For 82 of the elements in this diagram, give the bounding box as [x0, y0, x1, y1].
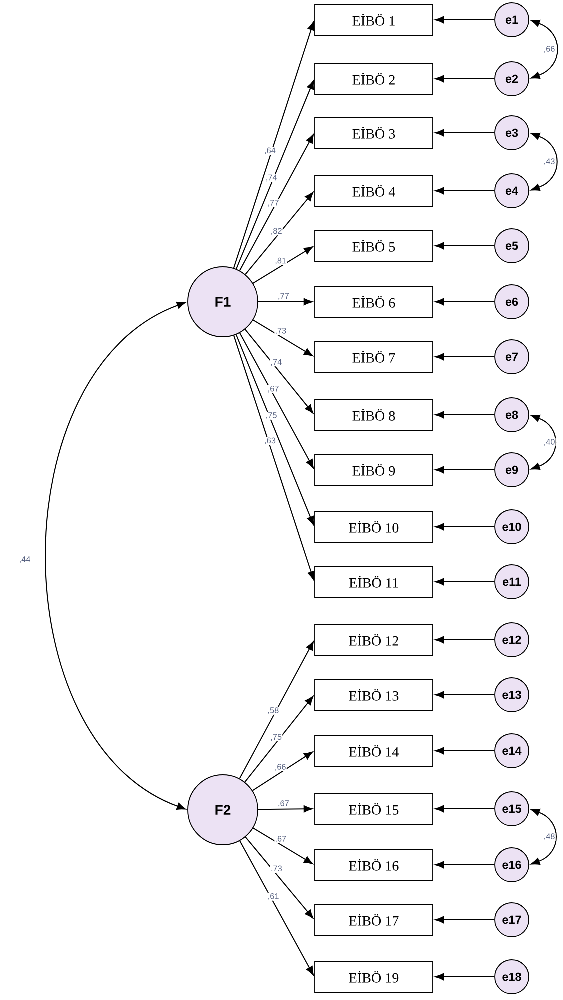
path-arrow [233, 22, 315, 268]
edge-label: ,77 [267, 200, 280, 208]
path-arrow [435, 187, 495, 195]
path-arrow [239, 641, 314, 780]
edge-label: ,74 [270, 358, 283, 367]
path-arrow [244, 329, 314, 414]
edge-label: ,48 [543, 833, 556, 841]
item-box: EİBÖ 6 [314, 286, 434, 318]
edge-label: ,67 [267, 385, 280, 394]
path-arrow [435, 973, 495, 981]
path-arrow [435, 861, 495, 869]
item-box: EİBÖ 3 [314, 117, 434, 149]
edge-label: ,61 [267, 892, 280, 901]
path-arrow [253, 320, 314, 356]
path-arrow [435, 129, 495, 137]
edge-label: ,73 [270, 865, 283, 874]
path-arrow [435, 242, 495, 250]
path-arrow [236, 334, 314, 526]
path-arrow [239, 134, 314, 272]
item-box: EİBÖ 7 [314, 341, 434, 373]
item-box: EİBÖ 11 [314, 566, 434, 598]
path-arrow [435, 298, 495, 306]
path-arrow [435, 75, 495, 83]
path-arrow [234, 336, 315, 580]
edge-label: ,67 [277, 800, 290, 808]
covariance-arrow [531, 20, 558, 79]
item-box: EİBÖ 2 [314, 63, 434, 95]
path-arrow [435, 691, 495, 699]
path-arrow [435, 747, 495, 755]
path-arrow [244, 696, 314, 783]
edge-label: ,58 [267, 706, 280, 715]
edge-label: ,63 [264, 437, 277, 446]
item-box: EİBÖ 9 [314, 454, 434, 486]
edge-label: ,74 [265, 174, 278, 182]
item-box: EİBÖ 16 [314, 849, 434, 881]
path-arrow [245, 836, 314, 919]
path-arrow [258, 298, 313, 306]
edge-label: ,67 [274, 835, 288, 844]
covariance-arrow [531, 415, 557, 470]
edge-label: ,82 [270, 228, 283, 236]
edge-label: ,43 [543, 158, 556, 166]
path-arrow [236, 80, 314, 270]
edge-label: ,75 [265, 412, 278, 420]
path-arrow [245, 192, 314, 275]
item-box: EİBÖ 8 [314, 399, 434, 431]
covariance-arrow [531, 133, 558, 191]
item-box: EİBÖ 15 [314, 793, 434, 825]
covariance-arrow [531, 809, 557, 865]
item-box: EİBÖ 13 [314, 679, 434, 711]
edge-label: ,75 [270, 734, 283, 742]
item-box: EİBÖ 14 [314, 735, 434, 767]
path-arrow [435, 466, 495, 474]
item-box: EİBÖ 17 [314, 904, 434, 936]
path-arrow [435, 353, 495, 361]
edge-label: ,66 [543, 46, 556, 54]
path-arrow [240, 332, 314, 469]
path-arrow [435, 578, 495, 586]
path-arrow [435, 636, 495, 644]
edge-label: ,73 [274, 327, 288, 336]
item-box: EİBÖ 10 [314, 511, 434, 543]
item-box: EİBÖ 1 [314, 4, 434, 36]
item-box: EİBÖ 19 [314, 961, 434, 993]
edge-label: ,77 [277, 292, 290, 301]
path-arrow [435, 411, 495, 419]
path-arrow [252, 246, 314, 284]
edge-label: ,64 [264, 147, 276, 156]
path-arrow [435, 16, 495, 24]
path-arrow [435, 523, 495, 531]
edge-label: ,66 [274, 764, 287, 772]
path-arrow [240, 840, 314, 976]
edge-label: ,81 [274, 257, 288, 266]
item-box: EİBÖ 4 [314, 175, 434, 207]
path-arrow [435, 805, 495, 813]
covariance-arrow [45, 302, 186, 810]
edge-label: ,44 [18, 556, 32, 565]
item-box: EİBÖ 5 [314, 230, 434, 262]
edge-label: ,40 [543, 438, 556, 446]
path-arrow [435, 916, 495, 924]
path-arrow [252, 752, 314, 792]
item-box: EİBÖ 12 [314, 624, 434, 656]
path-arrow [258, 806, 313, 813]
path-arrow [253, 828, 314, 864]
